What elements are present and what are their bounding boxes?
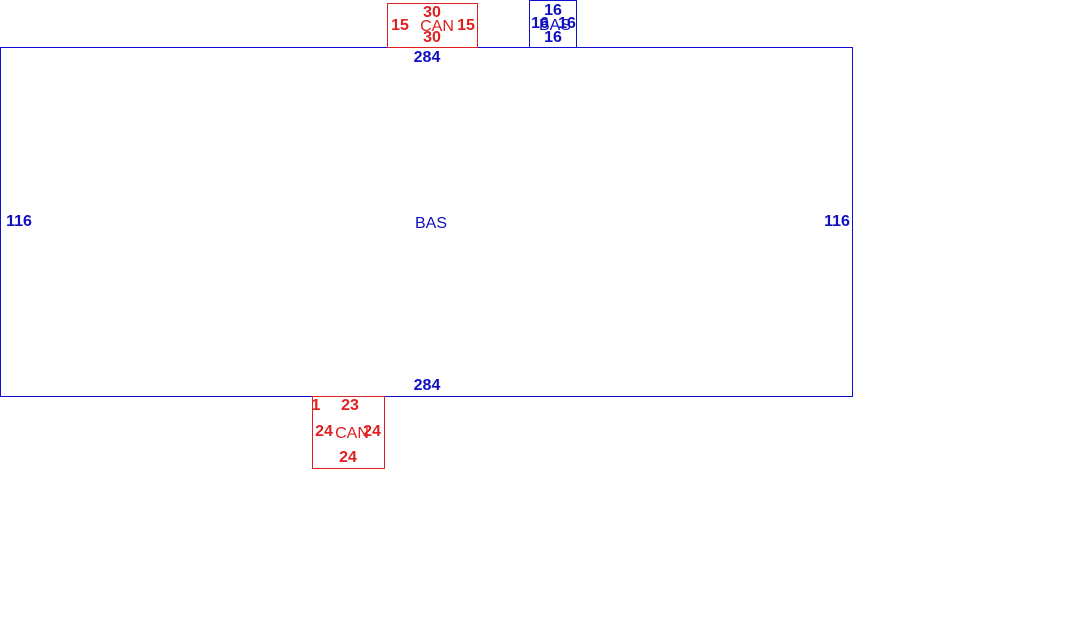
bas-small-box [529,0,577,48]
can-bottom-bottom-dim: 24 [339,449,357,466]
bas-small-bottom-dim: 16 [544,29,562,46]
can-top-label: CAN [420,18,454,35]
bas-small-top-dim: 16 [544,2,562,19]
can-bottom-left-dim: 24 [315,423,333,440]
bas-small-left-dim: 16 [531,15,549,32]
can-top-box [387,3,478,48]
bas-small-right-dim: 16 [558,15,576,32]
can-bottom-top-extra-dim: 1 [311,397,321,414]
can-bottom-box [312,396,385,469]
can-top-top-dim: 30 [423,4,441,21]
can-top-left-dim: 15 [391,17,409,34]
bas-main-top-dim: 284 [413,49,441,66]
bas-main-left-dim: 116 [6,213,32,230]
bas-main-bottom-dim: 284 [413,377,441,394]
bas-main-label: BAS [414,215,448,232]
can-bottom-right-dim: 24 [363,423,381,440]
can-bottom-label: CAN [335,425,369,442]
can-top-right-dim: 15 [457,17,475,34]
bas-small-label: BAS [538,17,572,34]
can-top-bottom-dim: 30 [423,29,441,46]
bas-main-right-dim: 116 [824,213,850,230]
can-bottom-top-dim: 23 [341,397,359,414]
